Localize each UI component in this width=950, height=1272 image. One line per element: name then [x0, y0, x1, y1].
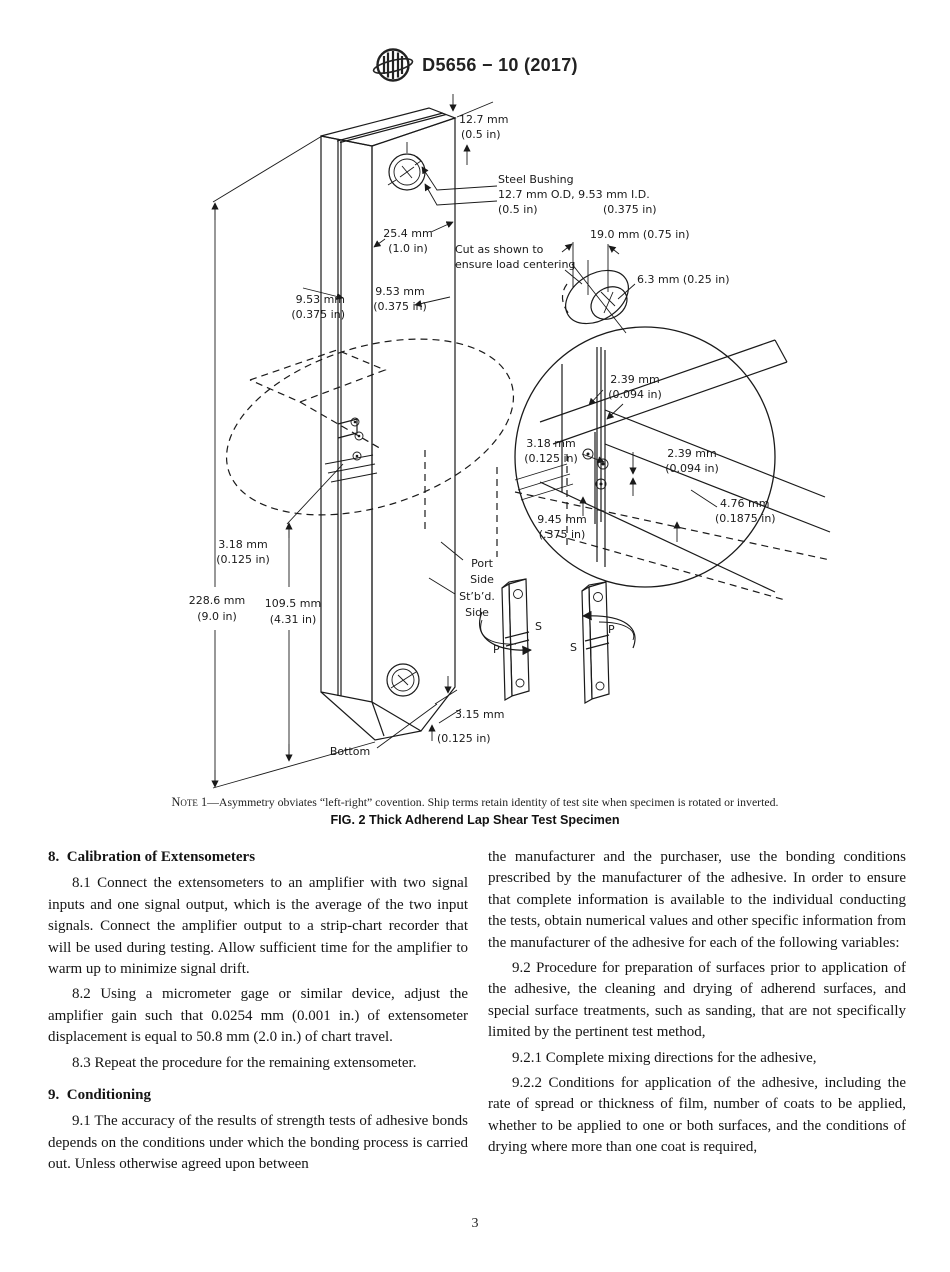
dimension-lines [211, 94, 718, 789]
detail-dim-9-45-in: (.375 in) [539, 528, 586, 541]
figure-drawing: 12.7 mm (0.5 in) Steel Bushing 12.7 mm O… [189, 94, 831, 789]
cut-note-line1: Cut as shown to [455, 243, 544, 256]
paragraph-9-2: 9.2 Procedure for preparation of surface… [488, 960, 906, 1041]
dim-label-3-15-mm: 3.15 mm [455, 708, 504, 721]
spec1-p-label: P [493, 643, 500, 656]
specimen-bar [320, 107, 457, 741]
bottom-label: Bottom [330, 745, 370, 758]
top-bushing-hole [387, 142, 426, 191]
detail-dim-4-76-in: (0.1875 in) [715, 512, 776, 525]
lap-joint-notch [324, 417, 378, 483]
paragraph-9-2-1: 9.2.1 Complete mixing directions for the… [512, 1049, 817, 1066]
dim-label-228-6-in: (9.0 in) [197, 610, 237, 623]
bottom-bushing-hole [386, 663, 420, 697]
right-column: the manufacturer and the purchaser, use … [488, 847, 906, 1163]
section-9-heading: 9. Conditioning [48, 1087, 151, 1104]
figure-note-label: Note 1 [171, 795, 208, 809]
detail-dim-2-39-right-mm: 2.39 mm [667, 447, 716, 460]
magnifier-balloon [225, 338, 831, 601]
dim-label-12-7-in: (0.5 in) [461, 128, 501, 141]
paragraph-8-3: 8.3 Repeat the procedure for the remaini… [72, 1054, 417, 1071]
dim-label-3-15-in: (0.125 in) [437, 732, 491, 745]
dim-label-3-18-mm: 3.18 mm [218, 538, 267, 551]
detail-circle [514, 326, 831, 593]
page-number: 3 [471, 1216, 479, 1231]
left-column: 8. Calibration of Extensometers 8.1 Conn… [48, 847, 468, 1180]
figure-labels: 12.7 mm (0.5 in) Steel Bushing 12.7 mm O… [189, 113, 776, 758]
astm-logo [372, 48, 414, 82]
dim-label-19-0: 19.0 mm (0.75 in) [590, 228, 690, 241]
dim-label-109-5-in: (4.31 in) [270, 613, 317, 626]
dim-label-9-53-mid-mm: 9.53 mm [375, 285, 424, 298]
paragraph-8-2: 8.2 Using a micrometer gage or similar d… [48, 986, 468, 1046]
spec2-p-label: P [608, 623, 615, 636]
figure-note-text: —Asymmetry obviates “left-right” coventi… [207, 795, 779, 809]
spec1-s-label: S [535, 620, 542, 633]
dim-label-25-4-mm: 25.4 mm [383, 227, 432, 240]
dim-label-25-4-in: (1.0 in) [388, 242, 428, 255]
port-side-label-1: Port [471, 557, 493, 570]
detail-dim-4-76-mm: 4.76 mm [720, 497, 769, 510]
detail-dim-9-45-mm: 9.45 mm [537, 513, 586, 526]
figure-note: Note 1—Asymmetry obviates “left-right” c… [70, 795, 880, 810]
detail-dim-3-18-in: (0.125 in) [524, 452, 578, 465]
cut-note-line2: ensure load centering [455, 258, 575, 271]
bushing-label-1: Steel Bushing [498, 173, 574, 186]
dim-label-6-3: 6.3 mm (0.25 in) [637, 273, 730, 286]
paragraph-9-1-continued: the manufacturer and the purchaser, use … [488, 849, 906, 951]
paragraph-9-1: 9.1 The accuracy of the results of stren… [48, 1113, 468, 1173]
detail-dim-2-39-top-in: (0.094 in) [608, 388, 662, 401]
bushing-label-2: 12.7 mm O.D, 9.53 mm I.D. [498, 188, 650, 201]
bushing-label-4: (0.375 in) [603, 203, 657, 216]
port-side-label-2: Side [470, 573, 494, 586]
detail-dim-2-39-right-in: (0.094 in) [665, 462, 719, 475]
cut-bushing-cylinder [561, 263, 629, 334]
detail-dim-2-39-top-mm: 2.39 mm [610, 373, 659, 386]
stbd-side-label-2: Side [465, 606, 489, 619]
dim-label-228-6-mm: 228.6 mm [189, 594, 245, 607]
standard-id: D5656 − 10 (2017) [422, 54, 578, 75]
dim-label-12-7-mm: 12.7 mm [459, 113, 508, 126]
small-specimen-right [581, 581, 636, 705]
detail-dim-3-18-mm: 3.18 mm [526, 437, 575, 450]
spec2-s-label: S [570, 641, 577, 654]
dim-label-109-5-mm: 109.5 mm [265, 597, 321, 610]
section-8-heading: 8. Calibration of Extensometers [48, 849, 256, 865]
bushing-label-3: (0.5 in) [498, 203, 538, 216]
paragraph-8-1: 8.1 Connect the extensometers to an ampl… [48, 875, 468, 978]
dim-label-9-53-left-in: (0.375 in) [291, 308, 345, 321]
stbd-side-label-1: St’b’d. [459, 590, 495, 603]
dim-label-9-53-left-mm: 9.53 mm [296, 293, 345, 306]
paragraph-9-2-2: 9.2.2 Conditions for application of the … [488, 1075, 906, 1156]
figure-caption: FIG. 2 Thick Adherend Lap Shear Test Spe… [330, 813, 620, 827]
page-header: D5656 − 10 (2017) [0, 46, 950, 84]
dim-label-9-53-mid-in: (0.375 in) [373, 300, 427, 313]
small-specimen-left [479, 578, 532, 702]
dim-label-3-18-in: (0.125 in) [216, 553, 270, 566]
